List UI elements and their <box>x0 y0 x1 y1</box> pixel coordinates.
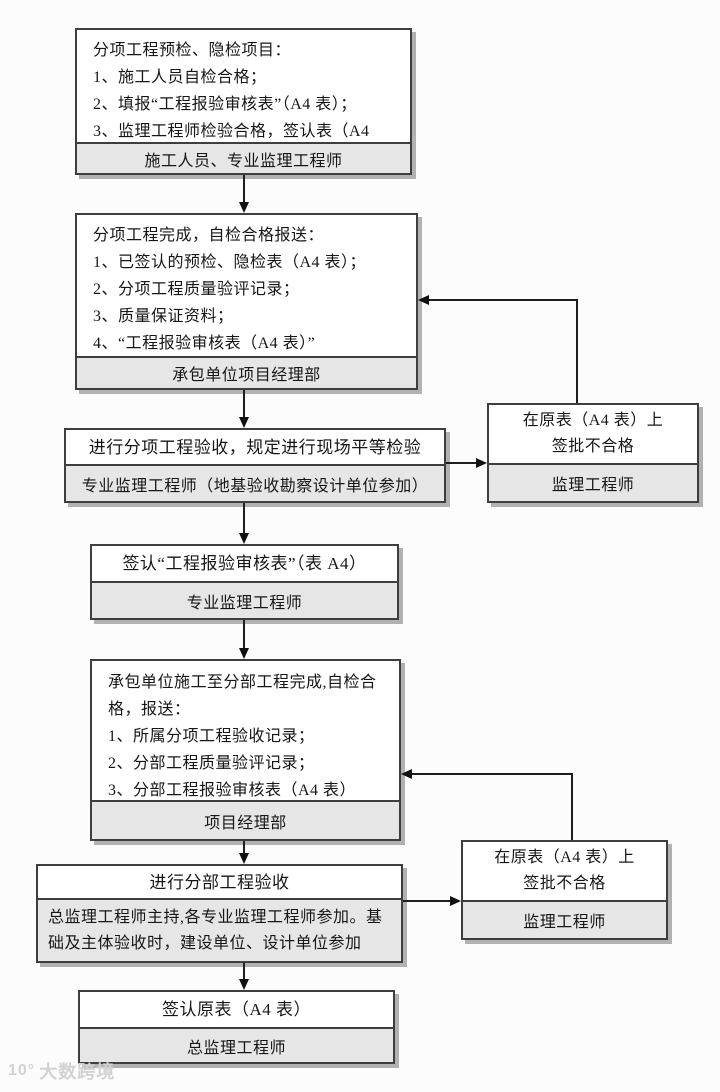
arrow-step6-step7-head <box>239 979 249 990</box>
node-reject2-body: 在原表（A4 表）上 签批不合格 <box>463 842 666 900</box>
arrow-step3-step4-line <box>243 503 245 534</box>
arrow-step4-step5-head <box>239 648 249 659</box>
arrow-step1-step2-line <box>243 175 245 203</box>
body-line: 4、“工程报验审核表（A4 表）” <box>93 335 316 352</box>
body-line: 3、质量保证资料； <box>93 308 234 325</box>
body-line: 2、填报“工程报验审核表”（A4 表）； <box>93 96 357 113</box>
body-line: 在原表（A4 表）上 <box>522 412 664 429</box>
node-step3: 进行分项工程验收，规定进行现场平等检验 专业监理工程师（地基验收勘察设计单位参加… <box>64 428 446 503</box>
node-reject1-body: 在原表（A4 表）上 签批不合格 <box>489 405 697 463</box>
body-line: 签批不合格 <box>551 438 635 455</box>
arrow-step5-step6-line <box>243 841 245 854</box>
node-reject1: 在原表（A4 表）上 签批不合格 监理工程师 <box>487 403 699 503</box>
node-step6: 进行分部工程验收 总监理工程师主持,各专业监理工程师参加。基础及主体验收时，建设… <box>36 864 403 963</box>
feedback-reject1-step2-hline <box>429 299 578 301</box>
arrow-step2-step3-line <box>243 390 245 418</box>
node-step1-footer: 施工人员、专业监理工程师 <box>77 142 410 173</box>
node-step6-footer: 总监理工程师主持,各专业监理工程师参加。基础及主体验收时，建设单位、设计单位参加 <box>38 898 401 961</box>
body-line: 签批不合格 <box>523 875 606 892</box>
node-step7-body: 签认原表（A4 表） <box>80 992 393 1027</box>
arrow-step4-step5-line <box>243 620 245 649</box>
node-reject1-footer: 监理工程师 <box>489 463 697 501</box>
node-reject2: 在原表（A4 表）上 签批不合格 监理工程师 <box>461 840 668 940</box>
arrow-step5-step6-head <box>239 853 249 864</box>
node-step6-body: 进行分部工程验收 <box>38 866 401 898</box>
node-step5-body: 承包单位施工至分部工程完成,自检合格，报送： 1、所属分项工程验收记录； 2、分… <box>92 661 399 800</box>
feedback-reject1-step2-head <box>418 295 429 305</box>
arrow-step1-step2-head <box>239 202 249 213</box>
body-line: 分项工程预检、隐检项目： <box>93 42 292 59</box>
feedback-reject2-step5-vline <box>571 774 573 840</box>
feedback-reject1-step2-vline <box>576 300 578 403</box>
body-line: 签认“工程报验审核表”（表 A4） <box>122 554 367 573</box>
feedback-reject2-step5-head <box>401 769 412 779</box>
arrow-step2-step3-head <box>239 417 249 428</box>
arrow-step3-reject1-head <box>476 458 487 468</box>
body-line: 分项工程完成，自检合格报送： <box>93 227 325 244</box>
node-reject2-footer: 监理工程师 <box>463 900 666 938</box>
body-line: 在原表（A4 表）上 <box>494 849 635 866</box>
watermark-logo-icon: 10° <box>8 1062 36 1079</box>
body-line: 承包单位施工至分部工程完成,自检合格，报送： <box>108 674 377 718</box>
body-line: 1、已签认的预检、隐检表（A4 表）； <box>93 254 367 271</box>
node-step4-footer: 专业监理工程师 <box>92 581 397 618</box>
node-step5-footer: 项目经理部 <box>92 800 399 839</box>
body-line: 2、分项工程质量验评记录； <box>93 281 300 298</box>
body-line: 1、所属分项工程验收记录； <box>108 728 315 745</box>
node-step4: 签认“工程报验审核表”（表 A4） 专业监理工程师 <box>90 544 399 620</box>
arrow-step6-reject2-head <box>450 896 461 906</box>
node-step5: 承包单位施工至分部工程完成,自检合格，报送： 1、所属分项工程验收记录； 2、分… <box>90 659 401 841</box>
feedback-reject2-step5-hline <box>412 773 573 775</box>
body-line: 进行分项工程验收，规定进行现场平等检验 <box>88 437 422 457</box>
node-step2-footer: 承包单位项目经理部 <box>77 356 416 388</box>
node-step1-body: 分项工程预检、隐检项目： 1、施工人员自检合格； 2、填报“工程报验审核表”（A… <box>77 30 410 167</box>
body-line: 2、分部工程质量验评记录； <box>108 755 315 772</box>
body-line: 3、分部工程报验审核表（A4 表） <box>108 782 357 799</box>
node-step2-body: 分项工程完成，自检合格报送： 1、已签认的预检、隐检表（A4 表）； 2、分项工… <box>77 215 416 356</box>
node-step7: 签认原表（A4 表） 总监理工程师 <box>78 990 395 1064</box>
arrow-step3-reject1-line <box>446 462 477 464</box>
arrow-step6-step7-line <box>243 963 245 980</box>
body-line: 签认原表（A4 表） <box>161 1000 312 1019</box>
node-step3-body: 进行分项工程验收，规定进行现场平等检验 <box>66 430 444 464</box>
node-step1: 分项工程预检、隐检项目： 1、施工人员自检合格； 2、填报“工程报验审核表”（A… <box>75 28 412 175</box>
node-step3-footer: 专业监理工程师（地基验收勘察设计单位参加） <box>66 464 444 501</box>
body-line: 1、施工人员自检合格； <box>93 69 267 86</box>
node-step2: 分项工程完成，自检合格报送： 1、已签认的预检、隐检表（A4 表）； 2、分项工… <box>75 213 418 390</box>
node-step4-body: 签认“工程报验审核表”（表 A4） <box>92 546 397 581</box>
watermark-text: 大数跨境 <box>39 1062 116 1082</box>
arrow-step6-reject2-line <box>403 900 451 902</box>
arrow-step3-step4-head <box>239 533 249 544</box>
watermark: 10° 大数跨境 <box>8 1058 115 1084</box>
node-step7-footer: 总监理工程师 <box>80 1027 393 1062</box>
body-line: 进行分部工程验收 <box>149 872 290 892</box>
